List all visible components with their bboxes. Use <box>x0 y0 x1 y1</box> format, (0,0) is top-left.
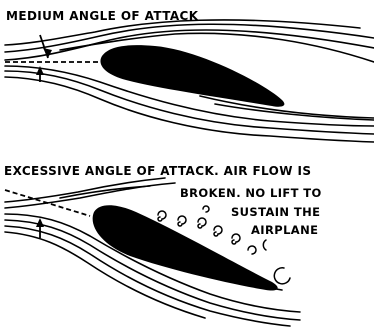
streamlines-top-2 <box>5 178 175 208</box>
panel-title-excessive: EXCESSIVE ANGLE OF ATTACK. AIR FLOW IS <box>4 165 311 177</box>
panel-medium-angle <box>5 20 374 142</box>
stall-note-line-1: BROKEN. NO LIFT TO <box>180 188 322 200</box>
panel-excessive-angle <box>5 178 300 326</box>
stall-note-line-3: AIRPLANE <box>251 225 318 237</box>
airfoil-medium <box>100 45 284 107</box>
arrowhead-up-2 <box>36 218 44 227</box>
arrowhead-upwash-1 <box>43 48 52 58</box>
panel-title-medium: MEDIUM ANGLE OF ATTACK <box>6 10 198 22</box>
stall-note-line-2: SUSTAIN THE <box>231 207 320 219</box>
